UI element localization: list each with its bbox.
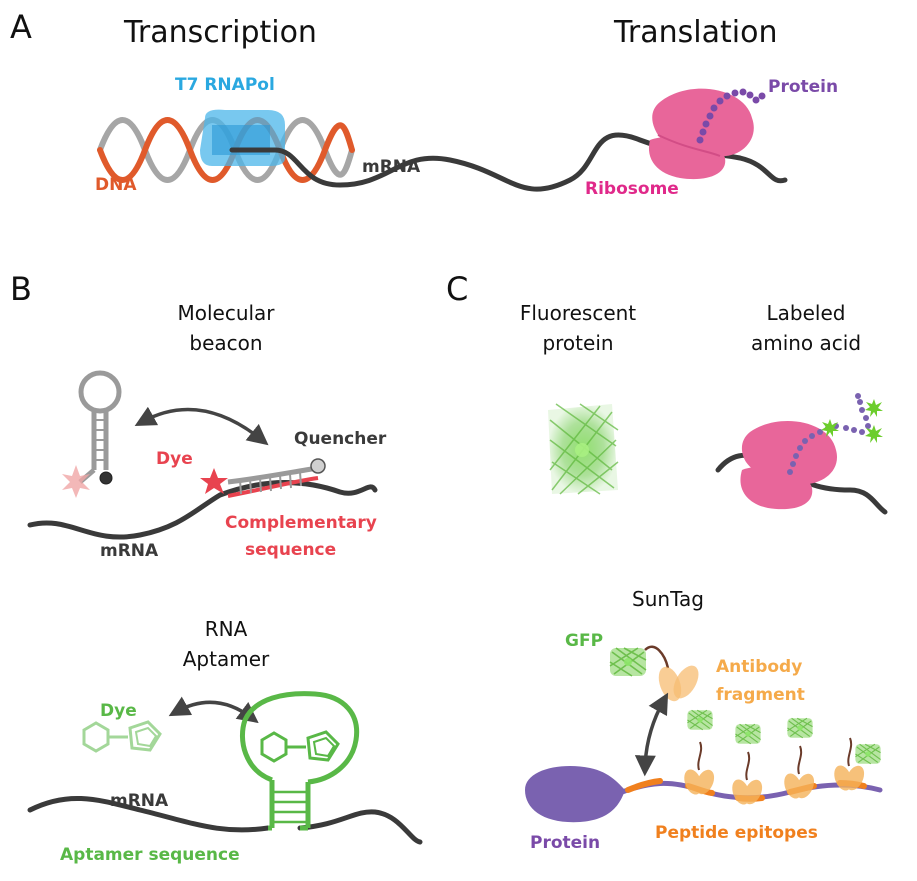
fluorescent-protein-icon — [548, 403, 619, 495]
laa-title-line2: amino acid — [751, 331, 861, 355]
mrna-strand-aptamer — [27, 796, 423, 845]
t7-rnapol-shape — [200, 109, 285, 166]
ribosome-laa — [740, 420, 838, 510]
mrna-label-b: mRNA — [100, 541, 159, 561]
complementary-label-line2: sequence — [245, 540, 336, 560]
open-beacon — [200, 458, 326, 498]
peptide-epitopes-label: Peptide epitopes — [655, 823, 818, 843]
panel-a: A Transcription Translation DNA T7 RNAPo… — [10, 8, 838, 199]
antibody-label-line1: Antibody — [716, 657, 802, 677]
transcription-title: Transcription — [123, 15, 317, 50]
labeled-protein-chain — [787, 393, 871, 475]
dye-label-b: Dye — [156, 449, 193, 469]
mrna-label-a: mRNA — [362, 157, 421, 177]
protein-label-a: Protein — [768, 77, 838, 97]
panel-letter-a: A — [10, 8, 32, 46]
gfp-icon-free — [609, 647, 647, 677]
panel-letter-c: C — [446, 270, 468, 308]
complementary-label-line1: Complementary — [225, 513, 377, 533]
ribosome-label: Ribosome — [585, 179, 679, 199]
antibody-fragment-free — [658, 665, 699, 702]
t7-label: T7 RNAPol — [175, 75, 275, 95]
panel-letter-b: B — [10, 270, 32, 308]
panel-c: C Fluorescent protein Labeled amino acid — [446, 270, 888, 853]
aptamer-dye-label: Dye — [100, 701, 137, 721]
suntag-protein-label: Protein — [530, 833, 600, 853]
suntag-protein-blob — [525, 766, 625, 823]
free-dye-molecule — [82, 720, 162, 753]
aptamer-title-line2: Aptamer — [183, 647, 270, 671]
fp-title-line1: Fluorescent — [520, 301, 636, 325]
fp-title-line2: protein — [542, 331, 613, 355]
dna-label: DNA — [95, 175, 137, 195]
label-burst-3 — [865, 399, 883, 417]
mrna-strand-b — [27, 480, 378, 540]
beacon-title-line2: beacon — [189, 331, 262, 355]
aptamer-arrow — [168, 696, 259, 724]
gfp-label: GFP — [565, 631, 603, 651]
aptamer-structure — [239, 691, 360, 831]
aptamer-title-line1: RNA — [205, 617, 248, 641]
quencher-label: Quencher — [294, 429, 387, 449]
aptamer-sequence-label: Aptamer sequence — [60, 845, 240, 865]
suntag-title: SunTag — [632, 587, 704, 611]
nascent-protein-chain — [696, 88, 766, 144]
antibody-label-line2: fragment — [716, 685, 805, 705]
suntag-arrow — [634, 692, 669, 777]
panel-b: B Molecular beacon mRNA Quencher Dye Com… — [10, 270, 423, 865]
closed-beacon-hairpin — [62, 370, 122, 498]
bound-antibodies — [684, 737, 865, 805]
mrna-label-aptamer: mRNA — [110, 791, 169, 811]
beacon-title-line1: Molecular — [177, 301, 275, 325]
translation-title: Translation — [613, 15, 777, 50]
antibody-linker — [644, 645, 670, 669]
bound-gfps — [686, 709, 882, 765]
beacon-arrow — [134, 406, 269, 446]
laa-title-line1: Labeled — [767, 301, 846, 325]
